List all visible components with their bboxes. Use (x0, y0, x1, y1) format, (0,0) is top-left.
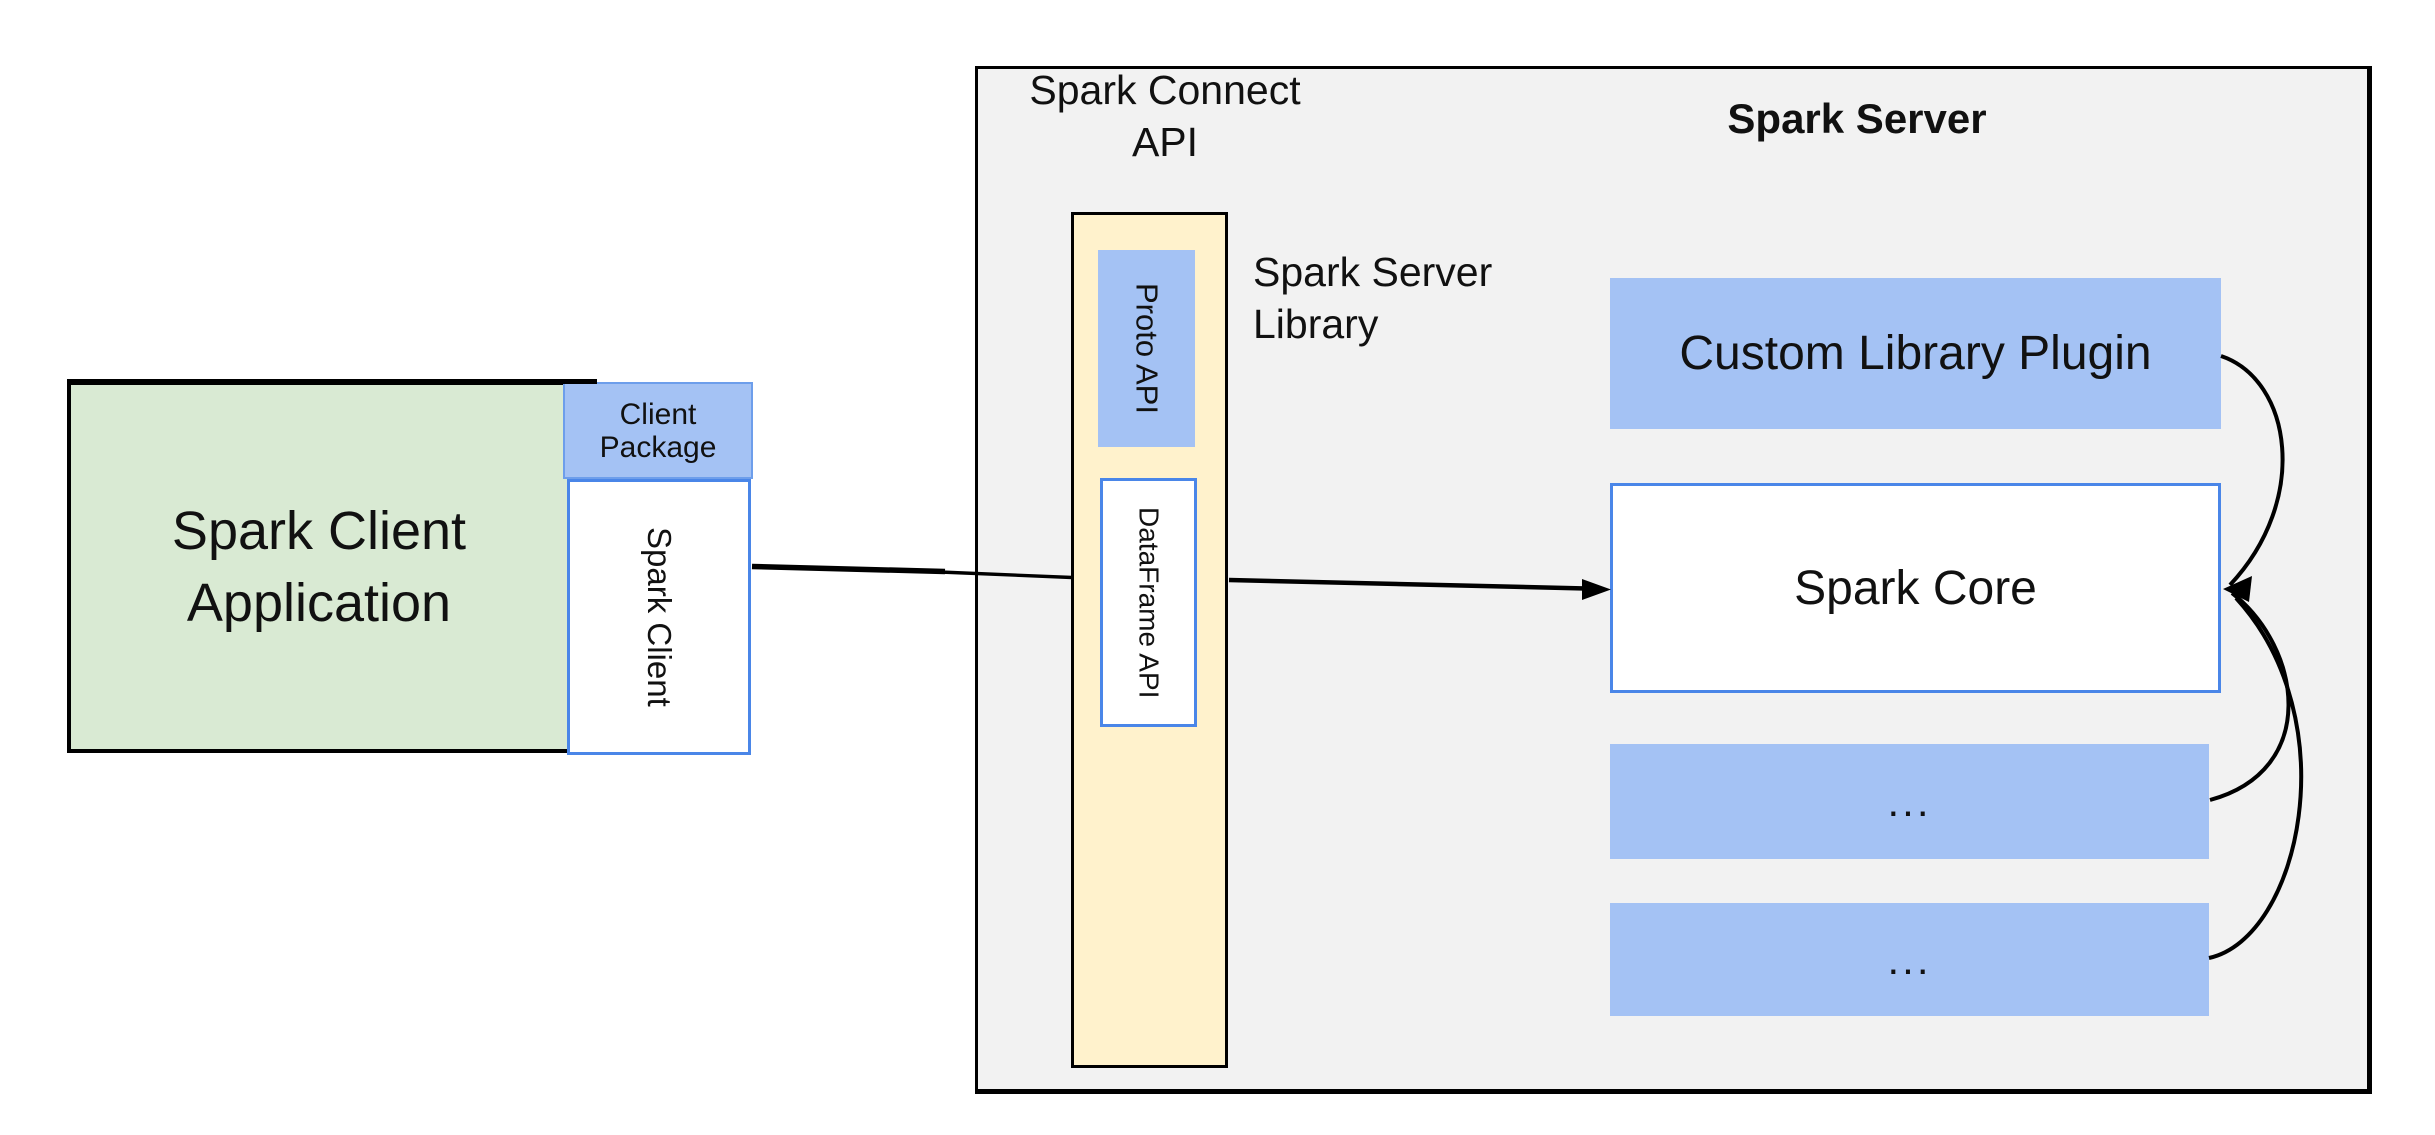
custom-library-plugin-box: Custom Library Plugin (1610, 278, 2221, 429)
dataframe-api-label: DataFrame API (1133, 506, 1165, 699)
client-package-box (563, 382, 753, 479)
placeholder-plugin-label-2: ... (1887, 935, 1932, 983)
client-app-top-border (67, 379, 597, 384)
placeholder-plugin-box-1: ... (1610, 744, 2209, 859)
client-package-label-line2: Package (599, 430, 717, 464)
custom-library-plugin-label: Custom Library Plugin (1679, 327, 2152, 380)
placeholder-plugin-label-1: ... (1887, 777, 1932, 825)
spark-core-label: Spark Core (1794, 561, 2037, 615)
spark-connect-api-label-line2: API (1131, 119, 1199, 165)
spark-core-box: Spark Core (1610, 483, 2221, 693)
spark-server-library-label-line1: Spark Server (1253, 249, 1493, 295)
client-package-label-line1: Client (619, 397, 697, 431)
spark-server-library-label-line2: Library (1253, 301, 1379, 347)
dataframe-api-box: DataFrame API (1100, 478, 1197, 727)
spark-client-label: Spark Client (641, 527, 678, 707)
spark-client-application-label-line1: Spark Client (171, 501, 467, 561)
spark-server-library-label: Spark Server Library (1253, 246, 1573, 350)
spark-server-title: Spark Server (1727, 95, 1987, 142)
spark-client-application-label-line2: Application (186, 573, 452, 633)
client-to-library-line-a (751, 563, 946, 575)
placeholder-plugin-box-2: ... (1610, 903, 2209, 1016)
spark-client-box: Spark Client (567, 479, 751, 755)
spark-client-application-box (67, 381, 571, 753)
spark-connect-api-label: Spark Connect API (1000, 64, 1330, 168)
proto-api-box: Proto API (1098, 250, 1195, 447)
spark-connect-api-label-line1: Spark Connect (1029, 67, 1301, 113)
client-package-label: Client Package (563, 382, 753, 479)
proto-api-label: Proto API (1129, 283, 1165, 414)
spark-client-application-label: Spark Client Application (67, 381, 571, 753)
